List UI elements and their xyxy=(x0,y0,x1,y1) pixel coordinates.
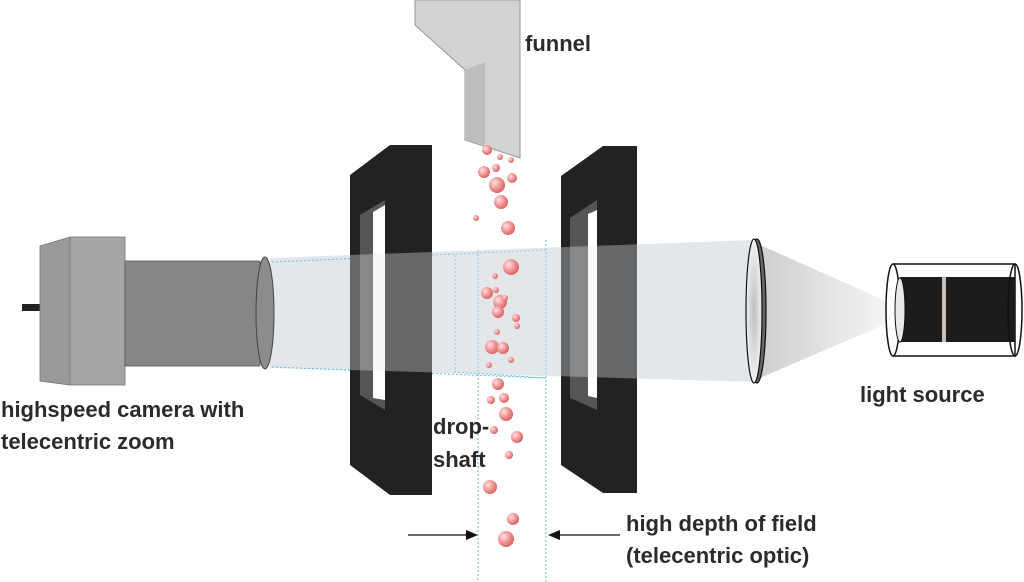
camera-label-line2: telecentric zoom xyxy=(1,429,175,454)
droplet xyxy=(514,323,520,329)
droplet xyxy=(487,396,495,404)
droplet xyxy=(494,329,500,335)
droplet xyxy=(502,295,508,301)
droplet xyxy=(493,287,499,293)
droplet xyxy=(508,157,514,163)
droplet xyxy=(507,513,519,525)
droplet xyxy=(503,259,519,275)
droplet xyxy=(512,314,520,322)
droplet xyxy=(490,426,498,434)
funnel-side xyxy=(465,62,485,145)
depth-of-field-arrows xyxy=(408,530,620,540)
light-cone xyxy=(760,245,895,378)
camera-connector xyxy=(22,304,52,311)
droplet xyxy=(478,166,490,178)
dropshaft-label-line2: shaft xyxy=(433,447,486,472)
droplets xyxy=(473,145,523,547)
droplet xyxy=(492,273,498,279)
droplet xyxy=(498,531,514,547)
depth-of-field-label-line1: high depth of field xyxy=(626,511,817,536)
droplet xyxy=(507,173,517,183)
depth-of-field-label-line2: (telecentric optic) xyxy=(626,543,809,568)
light-source xyxy=(885,263,1023,357)
droplet xyxy=(489,177,505,193)
droplet xyxy=(473,215,479,221)
droplet xyxy=(492,378,504,390)
droplet xyxy=(494,195,508,209)
highspeed-camera xyxy=(22,236,275,386)
beam-overlay xyxy=(350,240,755,382)
droplet xyxy=(511,431,523,443)
droplet xyxy=(492,306,504,318)
droplet xyxy=(497,154,503,160)
right-window-frame xyxy=(561,146,637,493)
droplet xyxy=(508,357,514,363)
droplet xyxy=(482,145,492,155)
light-source-label: light source xyxy=(860,382,985,407)
droplet xyxy=(505,451,513,459)
droplet xyxy=(481,287,493,299)
droplet xyxy=(492,164,500,172)
droplet xyxy=(499,393,509,403)
camera-label-line1: highspeed camera with xyxy=(1,397,244,422)
camera-lens-ring xyxy=(255,256,275,370)
droplet xyxy=(501,221,515,235)
droplet xyxy=(497,342,509,354)
dropshaft-label-line1: drop- xyxy=(433,414,489,439)
funnel-label: funnel xyxy=(525,31,591,56)
droplet xyxy=(483,480,497,494)
droplet xyxy=(499,407,513,421)
droplet xyxy=(486,362,492,368)
droplet xyxy=(485,340,499,354)
left-window-frame xyxy=(350,145,432,495)
condenser-lens xyxy=(745,238,767,384)
